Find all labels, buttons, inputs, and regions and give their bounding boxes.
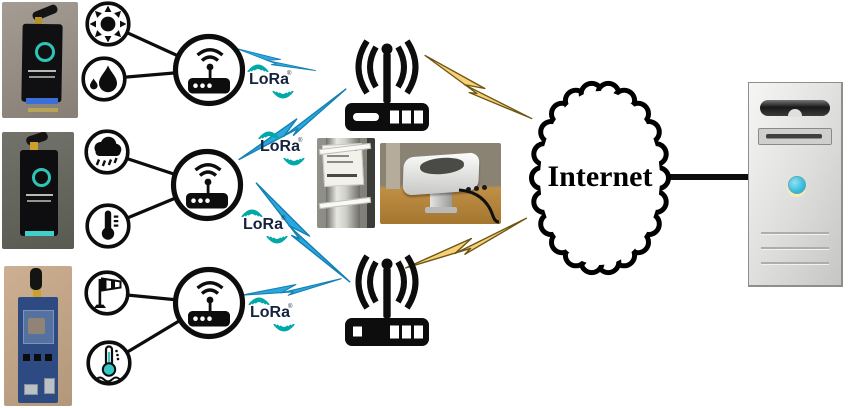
device-pins (26, 98, 58, 104)
pcb-blob (28, 318, 45, 334)
drive-bay-notch (788, 109, 802, 117)
water-thermometer-icon (86, 340, 132, 386)
label-text-line (327, 174, 357, 177)
lora-link-label-4: LoRa ® (247, 294, 303, 336)
rain-cloud-icon (84, 129, 130, 175)
device-text-line (28, 70, 56, 72)
caption-smudge (28, 108, 58, 112)
monitoring-computer (748, 82, 843, 287)
internet-cloud-label: Internet (547, 160, 653, 193)
pcb-button (23, 354, 30, 361)
lora-wordmark: LoRa (250, 304, 290, 321)
lora-trademark: ® (287, 71, 292, 77)
gateway-pedestal (430, 191, 452, 209)
gateway-device-photo (380, 143, 501, 224)
lora-link-label-3: LoRa ® (240, 206, 296, 248)
pcb-button (34, 354, 41, 361)
dark-edge (367, 138, 375, 228)
gateway-cable (458, 188, 500, 224)
device-logo (35, 42, 55, 62)
internet-cloud-core (540, 91, 660, 265)
label-text-line (327, 155, 349, 157)
lora-wordmark: LoRa (249, 71, 289, 88)
router-icon-node-3 (172, 266, 246, 340)
gateway-port (474, 186, 479, 191)
lora-trademark: ® (288, 304, 293, 310)
device-body (21, 23, 63, 103)
lora-gateway-top-icon (345, 39, 429, 131)
lora-trademark: ® (298, 138, 303, 144)
power-button (788, 176, 806, 194)
lora-wordmark: LoRa (243, 216, 283, 233)
antenna-connector (33, 290, 41, 299)
cd-drive (758, 128, 832, 145)
device-text-line (26, 194, 53, 196)
lora-link-label-1: LoRa ® (246, 61, 302, 103)
thermometer-icon (85, 203, 131, 249)
wall-strip (386, 143, 400, 189)
antenna-connector (30, 142, 38, 151)
antenna-connector (35, 17, 42, 25)
lora-node-photo-2 (2, 132, 74, 249)
omni-antenna-photo (317, 138, 375, 228)
device-text-line (29, 76, 55, 78)
cd-drive-slot (766, 134, 822, 139)
windsock-icon (84, 270, 130, 316)
humidity-drops-icon (81, 56, 127, 102)
lora-trademark: ® (281, 216, 286, 222)
vent-line (761, 232, 829, 235)
gateway-port (466, 187, 471, 192)
gateway-pedestal-base (425, 207, 457, 213)
device-pins (25, 231, 54, 236)
pcb-usb (24, 384, 38, 395)
sun-icon (85, 1, 131, 47)
lora-node-photo-1 (2, 2, 78, 118)
lora-link-label-2: LoRa ® (257, 128, 313, 170)
board-antenna (30, 268, 42, 290)
device-body (20, 150, 58, 236)
pcb-button (45, 354, 52, 361)
lora-node-photo-3 (4, 266, 72, 406)
drive-bay (760, 100, 830, 117)
router-icon-node-2 (170, 148, 244, 222)
lora-wordmark: LoRa (260, 138, 300, 155)
pcb-part (44, 378, 55, 394)
label-text-line (327, 161, 353, 163)
device-logo (32, 168, 51, 187)
gateway-port (482, 185, 487, 190)
lora-gateway-bottom-icon (345, 254, 429, 346)
vent-line (761, 262, 829, 265)
vent-line (761, 247, 829, 250)
device-text-line (27, 200, 51, 202)
router-icon-node-1 (172, 33, 246, 107)
